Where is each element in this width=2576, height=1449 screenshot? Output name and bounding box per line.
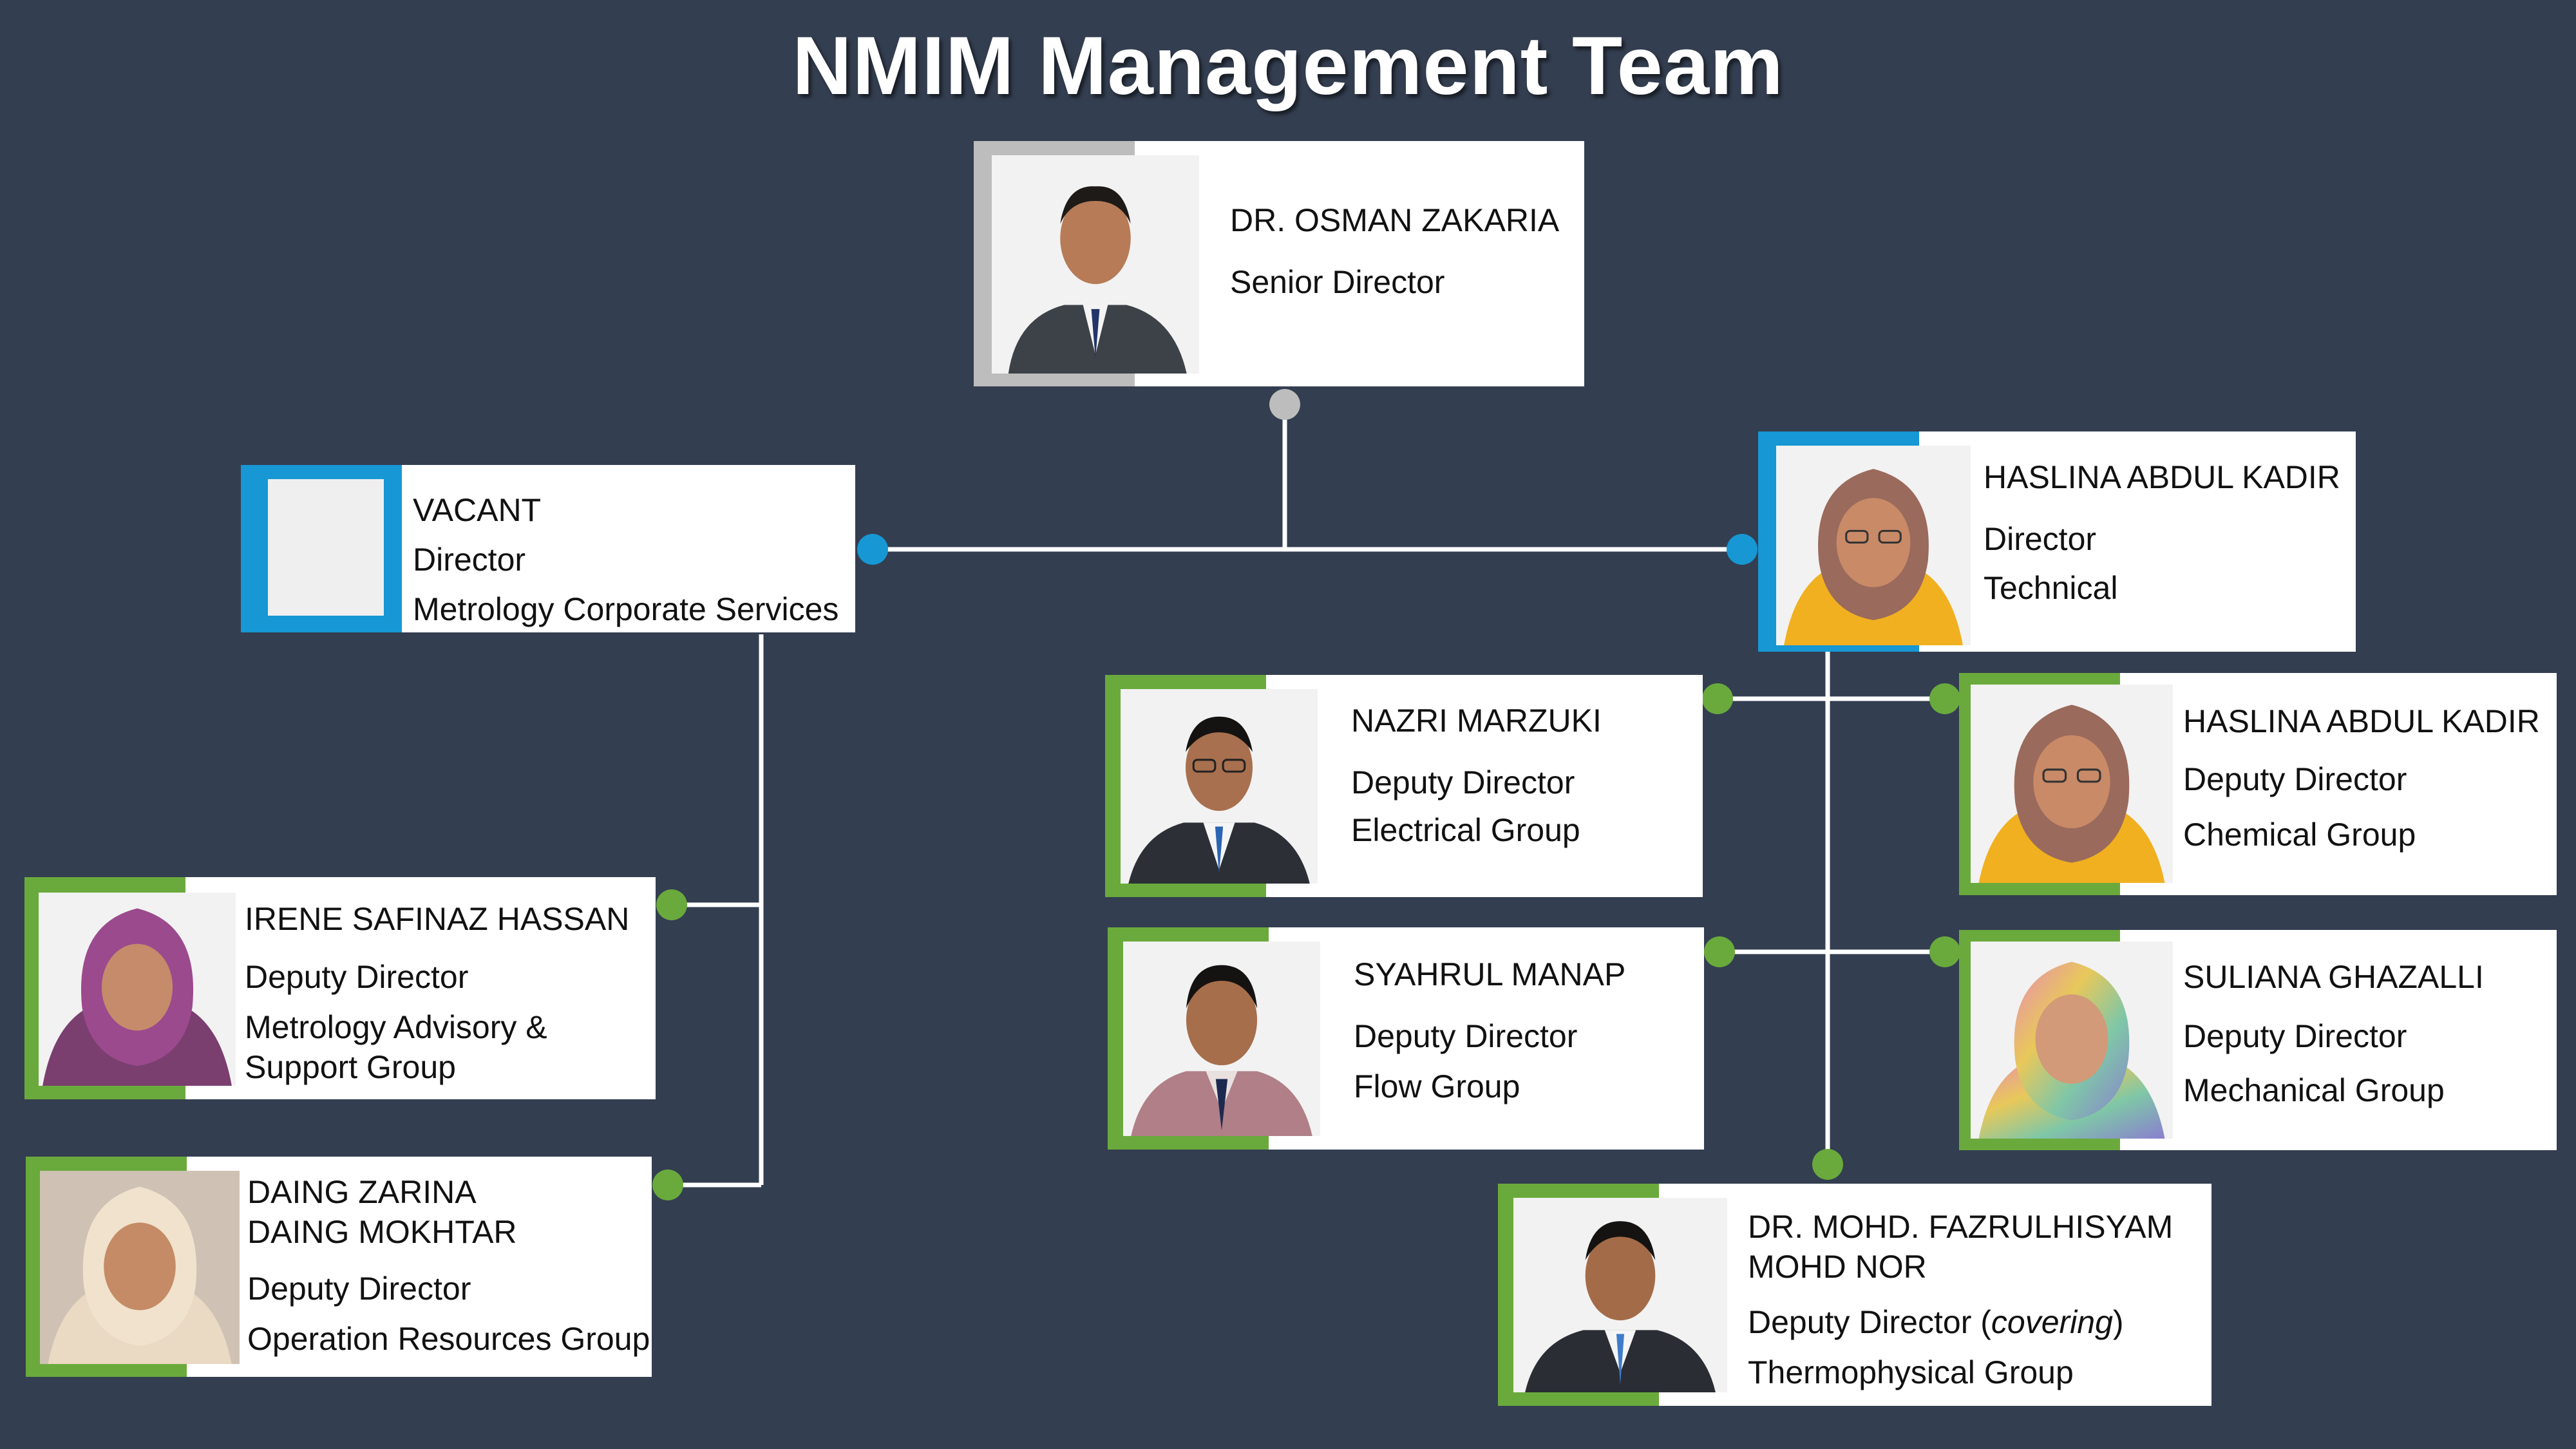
person-group-line2: Support Group xyxy=(245,1049,456,1085)
person-name-line2: MOHD NOR xyxy=(1748,1249,1927,1285)
avatar xyxy=(40,1171,240,1364)
node-vacant xyxy=(857,534,888,565)
person-group: Thermophysical Group xyxy=(1748,1354,2074,1390)
card-haslina-chemical: HASLINA ABDUL KADIR Deputy Director Chem… xyxy=(1959,673,2557,895)
card-daing: DAING ZARINA DAING MOKHTAR Deputy Direct… xyxy=(26,1157,652,1377)
person-name: HASLINA ABDUL KADIR xyxy=(1984,459,2340,495)
person-name-line1: DR. MOHD. FAZRULHISYAM xyxy=(1748,1209,2174,1245)
person-name: SULIANA GHAZALLI xyxy=(2183,959,2484,995)
person-name: HASLINA ABDUL KADIR xyxy=(2183,703,2540,739)
person-role: Deputy Director xyxy=(2183,1018,2407,1054)
person-name-line1: DAING ZARINA xyxy=(247,1174,477,1210)
avatar xyxy=(1971,685,2173,883)
person-name: NAZRI MARZUKI xyxy=(1351,703,1602,739)
person-group: Flow Group xyxy=(1354,1068,1520,1104)
card-text: DR. MOHD. FAZRULHISYAM MOHD NOR Deputy D… xyxy=(1748,1207,2173,1392)
card-text: IRENE SAFINAZ HASSAN Deputy Director Met… xyxy=(245,899,629,1087)
card-text: SYAHRUL MANAP Deputy Director Flow Group xyxy=(1354,954,1625,1106)
card-vacant-director: VACANT Director Metrology Corporate Serv… xyxy=(241,465,855,632)
person-role: Deputy Director xyxy=(2183,761,2407,797)
avatar-placeholder xyxy=(268,479,384,616)
card-text: VACANT Director Metrology Corporate Serv… xyxy=(413,486,838,634)
card-technical-director: HASLINA ABDUL KADIR Director Technical xyxy=(1758,431,2356,652)
node-daing xyxy=(652,1170,683,1200)
person-name: DR. OSMAN ZAKARIA xyxy=(1230,202,1560,238)
person-role: Director xyxy=(1984,521,2097,557)
card-senior-director: DR. OSMAN ZAKARIA Senior Director xyxy=(974,141,1584,386)
role-suffix: ) xyxy=(2112,1304,2124,1340)
avatar xyxy=(992,155,1199,374)
person-role: Deputy Director xyxy=(1351,764,1575,800)
person-group: Electrical Group xyxy=(1351,812,1580,848)
page-title: NMIM Management Team xyxy=(792,20,1784,112)
card-irene: IRENE SAFINAZ HASSAN Deputy Director Met… xyxy=(24,877,656,1099)
avatar xyxy=(1121,689,1318,884)
card-text: DAING ZARINA DAING MOKHTAR Deputy Direct… xyxy=(247,1172,650,1359)
avatar xyxy=(1971,942,2173,1139)
node-syahrul xyxy=(1704,936,1735,967)
person-group-line1: Metrology Advisory & xyxy=(245,1009,547,1045)
card-text: HASLINA ABDUL KADIR Director Technical xyxy=(1984,457,2340,608)
person-role: Deputy Director (covering) xyxy=(1748,1302,2173,1342)
person-group: Metrology Corporate Services xyxy=(413,591,839,627)
person-group: Mechanical Group xyxy=(2183,1072,2445,1108)
node-nazri xyxy=(1702,683,1733,714)
person-name: VACANT xyxy=(413,492,542,528)
person-role: Deputy Director xyxy=(245,959,469,995)
person-role: Director xyxy=(413,542,526,578)
person-role: Deputy Director xyxy=(1354,1018,1578,1054)
card-suliana: SULIANA GHAZALLI Deputy Director Mechani… xyxy=(1959,930,2557,1150)
person-group: Technical xyxy=(1984,570,2118,606)
person-role: Deputy Director xyxy=(247,1271,471,1307)
node-fazrul xyxy=(1812,1149,1843,1180)
card-syahrul: SYAHRUL MANAP Deputy Director Flow Group xyxy=(1108,927,1704,1150)
role-prefix: Deputy Director ( xyxy=(1748,1304,1991,1340)
person-name: IRENE SAFINAZ HASSAN xyxy=(245,901,630,937)
person-name-line2: DAING MOKHTAR xyxy=(247,1214,517,1250)
node-technical xyxy=(1727,534,1757,565)
avatar xyxy=(1776,446,1971,645)
card-fazrul: DR. MOHD. FAZRULHISYAM MOHD NOR Deputy D… xyxy=(1498,1184,2211,1406)
avatar xyxy=(1513,1198,1727,1392)
card-text: HASLINA ABDUL KADIR Deputy Director Chem… xyxy=(2183,701,2540,855)
node-haslina-chem xyxy=(1929,683,1960,714)
node-suliana xyxy=(1929,936,1960,967)
card-text: SULIANA GHAZALLI Deputy Director Mechani… xyxy=(2183,957,2484,1110)
node-senior xyxy=(1269,389,1300,420)
role-italic: covering xyxy=(1991,1304,2113,1340)
person-group: Chemical Group xyxy=(2183,817,2416,853)
avatar xyxy=(39,893,236,1086)
node-irene xyxy=(656,889,687,920)
card-text: DR. OSMAN ZAKARIA Senior Director xyxy=(1230,200,1559,302)
person-name: SYAHRUL MANAP xyxy=(1354,956,1626,992)
person-group: Operation Resources Group xyxy=(247,1321,650,1357)
person-role: Senior Director xyxy=(1230,264,1445,300)
card-text: NAZRI MARZUKI Deputy Director Electrical… xyxy=(1351,701,1602,850)
avatar xyxy=(1123,942,1320,1136)
card-nazri: NAZRI MARZUKI Deputy Director Electrical… xyxy=(1105,675,1703,897)
